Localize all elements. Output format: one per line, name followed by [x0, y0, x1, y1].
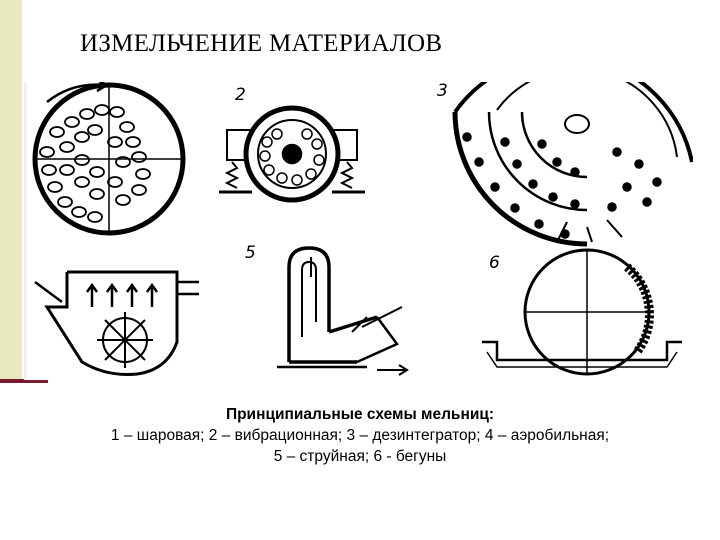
edge-runner-diagram: 6 — [482, 248, 682, 376]
vibration-mill-diagram: 2 — [219, 85, 365, 203]
slide-title: ИЗМЕЛЬЧЕНИЕ МАТЕРИАЛОВ — [80, 30, 443, 57]
accent-rule — [0, 379, 48, 383]
jet-mill-diagram: 5 — [245, 243, 409, 376]
caption-line-1: 1 – шаровая; 2 – вибрационная; 3 – дезин… — [110, 427, 610, 444]
mill-schemes-figure: 2 3 — [24, 82, 693, 380]
panel-number-2: 2 — [235, 85, 246, 105]
panel-number-3: 3 — [437, 82, 448, 101]
disintegrator-diagram: 3 — [437, 82, 693, 247]
caption-title: Принципиальные схемы мельниц: — [225, 406, 495, 423]
ball-mill-diagram — [32, 82, 186, 236]
panel-number-6: 6 — [489, 253, 500, 273]
figure-caption: Принципиальные схемы мельниц: 1 – шарова… — [40, 404, 680, 467]
mill-schemes-drawing: 2 3 — [32, 82, 693, 376]
left-accent-bar — [0, 0, 22, 382]
panel-number-5: 5 — [245, 243, 256, 263]
aerofall-mill-diagram — [34, 270, 199, 376]
caption-line-2: 5 – струйная; 6 - бегуны — [273, 448, 447, 465]
